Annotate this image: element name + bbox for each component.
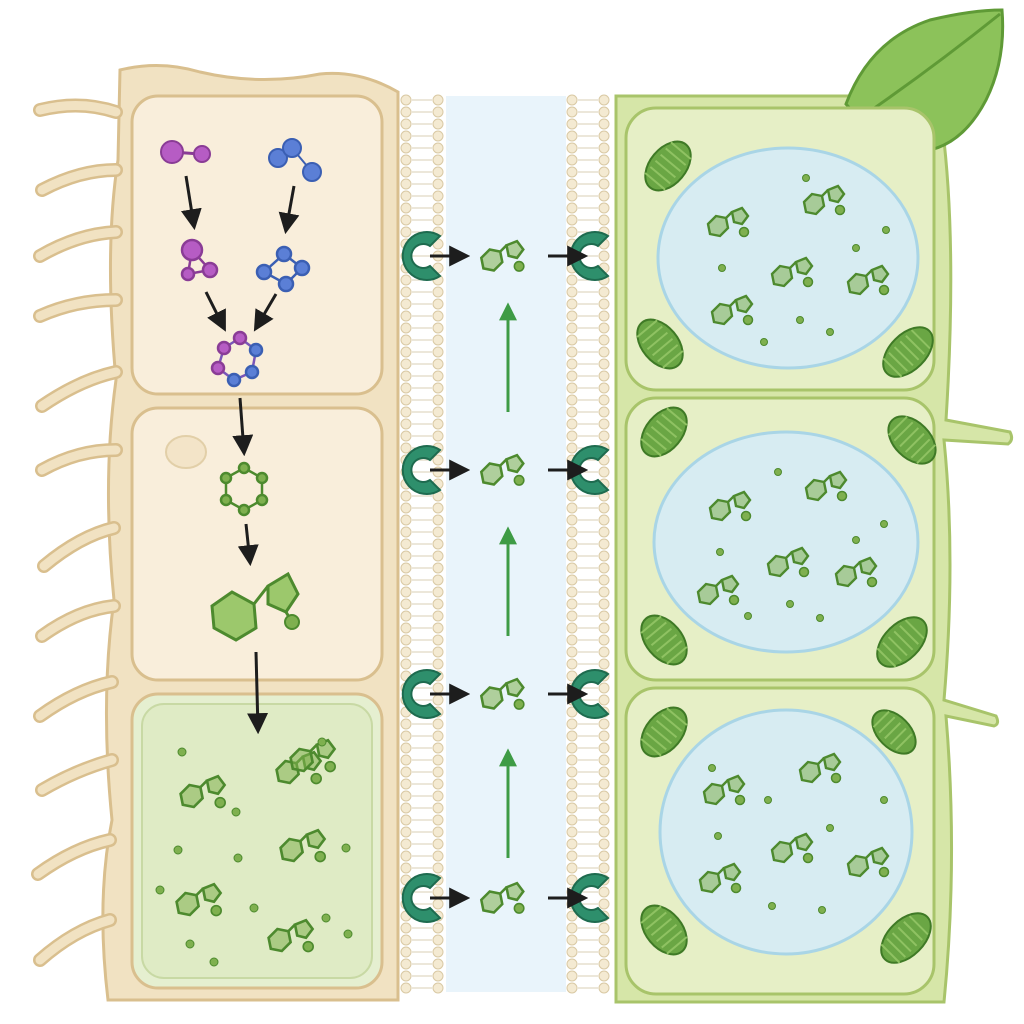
molecule-dot (173, 845, 183, 855)
molecule-icon (770, 256, 814, 288)
molecule-dot (321, 913, 331, 923)
pathway-merged-intermediate (210, 330, 264, 388)
molecule-icon (706, 206, 750, 238)
molecule-icon (289, 738, 337, 773)
chloroplast-icon (887, 415, 937, 465)
vacuole-bottom (658, 708, 914, 956)
molecule-icon (766, 546, 810, 578)
chloroplast-icon (876, 616, 928, 668)
chloroplast-icon (640, 904, 688, 956)
chloroplast-icon (880, 912, 932, 964)
molecule-icon (179, 774, 227, 809)
molecule-dot (880, 796, 888, 804)
chloroplast-icon (882, 326, 934, 378)
molecule-dot (343, 929, 353, 939)
molecule-icon (267, 918, 315, 953)
root-tissue (31, 64, 400, 1002)
molecule-icon (479, 677, 525, 710)
transporter-icon (401, 445, 442, 495)
pathway-intermediate-a (180, 238, 219, 282)
molecule-dot (231, 807, 241, 817)
pathway-precursor-b (268, 138, 322, 182)
molecule-icon (479, 453, 525, 486)
molecule-dot (852, 536, 860, 544)
pathway-intermediate-b (255, 245, 311, 293)
pathway-final-product (210, 571, 300, 642)
molecule-dot (716, 548, 724, 556)
molecule-dot (786, 600, 794, 608)
molecule-dot (177, 747, 187, 757)
molecule-icon (770, 832, 814, 864)
molecule-dot (826, 328, 834, 336)
molecule-icon (846, 846, 890, 878)
membrane-right (566, 94, 610, 994)
molecule-dot (718, 264, 726, 272)
molecule-icon (708, 490, 752, 522)
molecule-icon (479, 881, 525, 914)
transport-units (401, 231, 610, 923)
pathway-precursor-a (160, 140, 211, 164)
molecule-dot (185, 939, 195, 949)
chloroplast-icon (871, 709, 917, 755)
molecule-dot (155, 885, 165, 895)
root-storage-cell-inner (141, 703, 373, 979)
molecule-icon (710, 294, 754, 326)
molecule-icon (479, 239, 525, 272)
stored-molecules (155, 737, 353, 967)
chloroplast-icon (640, 406, 688, 458)
molecule-dot (802, 174, 810, 182)
transporter-icon (401, 669, 442, 719)
molecule-dot (852, 244, 860, 252)
chloroplast-icon (644, 140, 692, 192)
molecule-icon (696, 574, 740, 606)
vacuole-middle (652, 430, 920, 654)
molecule-dot (760, 338, 768, 346)
molecule-icon (802, 184, 846, 216)
pathway-ring-intermediate (219, 461, 269, 517)
molecule-dot (744, 612, 752, 620)
molecule-dot (317, 737, 327, 747)
membrane-left (400, 94, 444, 994)
vacuole-top (656, 146, 920, 370)
molecule-dot (708, 764, 716, 772)
molecule-icon (702, 774, 746, 806)
molecule-icon (175, 882, 223, 917)
root-cell-nucleus (165, 435, 207, 469)
chloroplast-icon (640, 614, 688, 666)
molecule-dot (882, 226, 890, 234)
vacuole-molecules (696, 174, 890, 914)
chloroplast-icon (636, 318, 684, 370)
transporter-icon (401, 873, 442, 923)
molecule-icon (279, 828, 327, 863)
leaf-tissue (614, 8, 1014, 1004)
molecule-icon (798, 752, 842, 784)
molecule-icon (846, 264, 890, 296)
leaf-vein (859, 12, 1001, 120)
chloroplast-icon (640, 706, 688, 758)
molecule-dot (341, 843, 351, 853)
transporter-icon (401, 231, 442, 281)
molecule-dot (826, 824, 834, 832)
molecule-icon (834, 556, 878, 588)
molecule-dot (209, 957, 219, 967)
molecule-dot (774, 468, 782, 476)
pathway-arrows (180, 175, 300, 735)
molecule-dot (768, 902, 776, 910)
molecule-icon (804, 470, 848, 502)
chloroplasts (636, 140, 937, 964)
molecule-dot (714, 832, 722, 840)
molecule-dot (764, 796, 772, 804)
molecule-icon (698, 862, 742, 894)
root-hairs-fill (33, 100, 121, 965)
molecule-dot (818, 906, 826, 914)
molecule-dot (880, 520, 888, 528)
molecule-dot (249, 903, 259, 913)
molecule-dot (233, 853, 243, 863)
molecule-dot (796, 316, 804, 324)
molecule-dot (816, 614, 824, 622)
